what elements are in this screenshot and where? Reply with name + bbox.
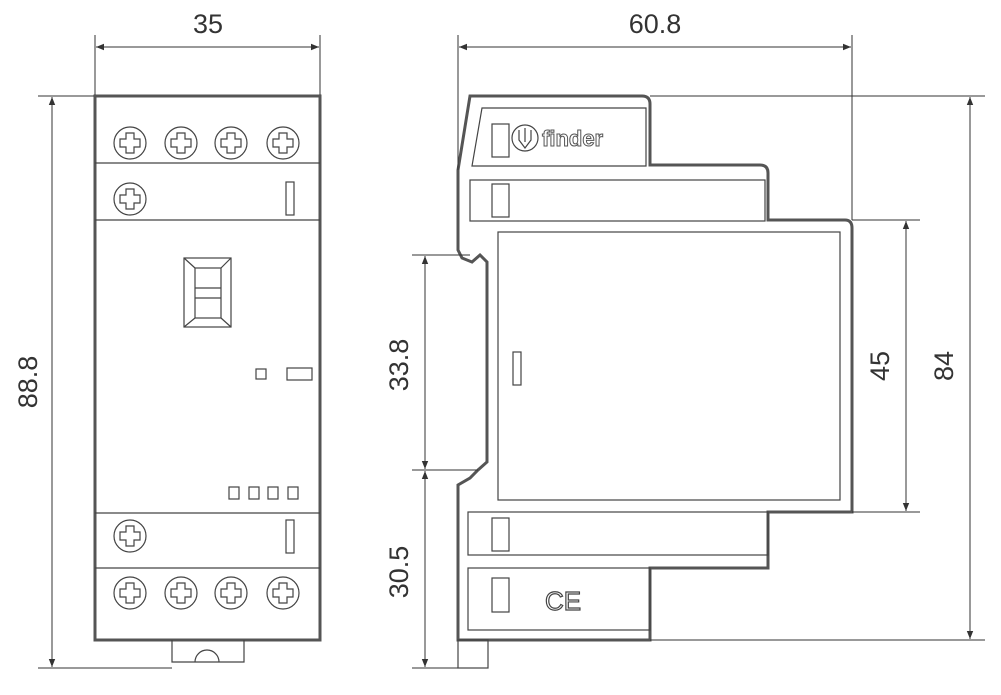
dimension-width-label: 35 [193, 9, 223, 39]
logo-panel [471, 107, 647, 167]
screw-icon [214, 126, 248, 160]
dimension-rail-label: 33.8 [384, 339, 414, 392]
label-slot [491, 517, 510, 552]
finder-logo: finder [511, 124, 604, 152]
led-indicator [255, 368, 267, 380]
cover-panel [497, 231, 841, 501]
dip-switch [267, 486, 279, 500]
din-clip [171, 640, 245, 663]
led-indicator [286, 367, 313, 381]
brand-text: finder [542, 126, 604, 151]
screw-icon [164, 126, 198, 160]
screw-icon [266, 576, 300, 610]
screw-icon [113, 519, 147, 553]
label-slot [285, 181, 295, 216]
screw-icon [164, 576, 198, 610]
dimension-height-label: 88.8 [13, 356, 43, 409]
lower-terminal-panel [467, 511, 769, 556]
side-outline [456, 94, 854, 642]
din-clip [457, 639, 489, 669]
label-slot [285, 519, 295, 554]
dimension-lower-label: 30.5 [384, 546, 414, 599]
label-slot [491, 123, 510, 158]
front-dimensions: 35 88.8 [13, 9, 321, 669]
dimension-side-height-label: 84 [929, 351, 959, 381]
selector-window [183, 257, 232, 328]
dip-switch [287, 486, 299, 500]
screw-icon [266, 126, 300, 160]
cover-latch [512, 351, 522, 386]
screw-icon [113, 576, 147, 610]
screw-icon [113, 182, 147, 216]
dimension-face-label: 45 [865, 351, 895, 381]
dip-switch [248, 486, 260, 500]
side-dimensions: 60.8 33.8 30.5 45 84 [384, 9, 985, 669]
dimension-depth-label: 60.8 [629, 9, 682, 39]
ce-mark-icon: CE [545, 586, 581, 616]
front-outline [93, 94, 322, 642]
front-view [93, 94, 322, 663]
upper-terminal-panel [469, 179, 766, 222]
terminal-screws [113, 126, 300, 610]
screw-icon [214, 576, 248, 610]
screw-icon [113, 126, 147, 160]
side-view: finder CE [456, 94, 854, 669]
dip-switch [228, 486, 240, 500]
label-slot [491, 577, 510, 613]
bottom-terminal-panel [467, 567, 651, 631]
label-slot [491, 183, 510, 218]
